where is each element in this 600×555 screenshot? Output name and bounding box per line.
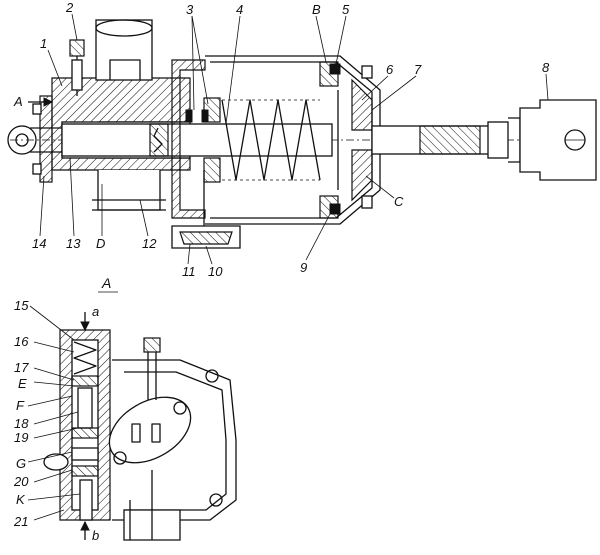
callout-3: 3 xyxy=(186,2,194,17)
callout-8: 8 xyxy=(542,60,550,75)
callouts-lower: A a b 15 16 17 E F 18 19 G 20 K 21 xyxy=(13,275,118,543)
callout-5: 5 xyxy=(342,2,350,17)
callout-d: D xyxy=(96,236,105,251)
callout-21: 21 xyxy=(13,514,28,529)
callout-18: 18 xyxy=(14,416,29,431)
lower-port xyxy=(97,170,161,211)
callout-1: 1 xyxy=(40,36,47,51)
seal-3 xyxy=(185,109,193,123)
left-flange xyxy=(39,95,53,183)
section-title: A xyxy=(101,275,111,291)
callouts-upper: 1 2 3 4 B 5 6 7 8 C 9 10 11 12 D 13 14 A xyxy=(13,0,550,279)
seal-5 xyxy=(329,63,341,75)
callout-6: 6 xyxy=(386,62,394,77)
oval-flange xyxy=(108,396,192,464)
side-housing xyxy=(112,359,237,521)
callout-k: K xyxy=(16,492,26,507)
callout-7: 7 xyxy=(414,62,422,77)
callout-20: 20 xyxy=(13,474,29,489)
port-label-a: a xyxy=(92,304,99,319)
callout-14: 14 xyxy=(32,236,46,251)
upper-assembly xyxy=(7,19,597,249)
callout-e: E xyxy=(18,376,27,391)
callout-c: C xyxy=(394,194,404,209)
view-arrow-label: A xyxy=(13,94,23,109)
clevis xyxy=(519,99,597,181)
callout-9: 9 xyxy=(300,260,307,275)
seal-9 xyxy=(329,203,341,215)
callout-15: 15 xyxy=(14,298,29,313)
front-cover xyxy=(351,78,373,131)
piston-rod xyxy=(61,123,333,157)
callout-10: 10 xyxy=(208,264,223,279)
callout-2: 2 xyxy=(65,0,74,15)
callout-16: 16 xyxy=(14,334,29,349)
callout-f: F xyxy=(16,398,25,413)
eye-end xyxy=(7,125,37,155)
callout-17: 17 xyxy=(14,360,29,375)
leader-lines xyxy=(27,13,549,521)
callout-11: 11 xyxy=(182,264,196,279)
cylinder-wall-left xyxy=(171,59,206,219)
callout-12: 12 xyxy=(142,236,157,251)
return-spring xyxy=(221,99,321,181)
section-view-a xyxy=(43,312,237,541)
callout-b: B xyxy=(312,2,321,17)
spring-16 xyxy=(73,341,97,375)
callout-4: 4 xyxy=(236,2,243,17)
callout-19: 19 xyxy=(14,430,28,445)
adjusting-screw xyxy=(69,39,85,57)
callout-13: 13 xyxy=(66,236,81,251)
port-label-b: b xyxy=(92,528,99,543)
callout-g: G xyxy=(16,456,26,471)
top-port xyxy=(95,19,153,81)
